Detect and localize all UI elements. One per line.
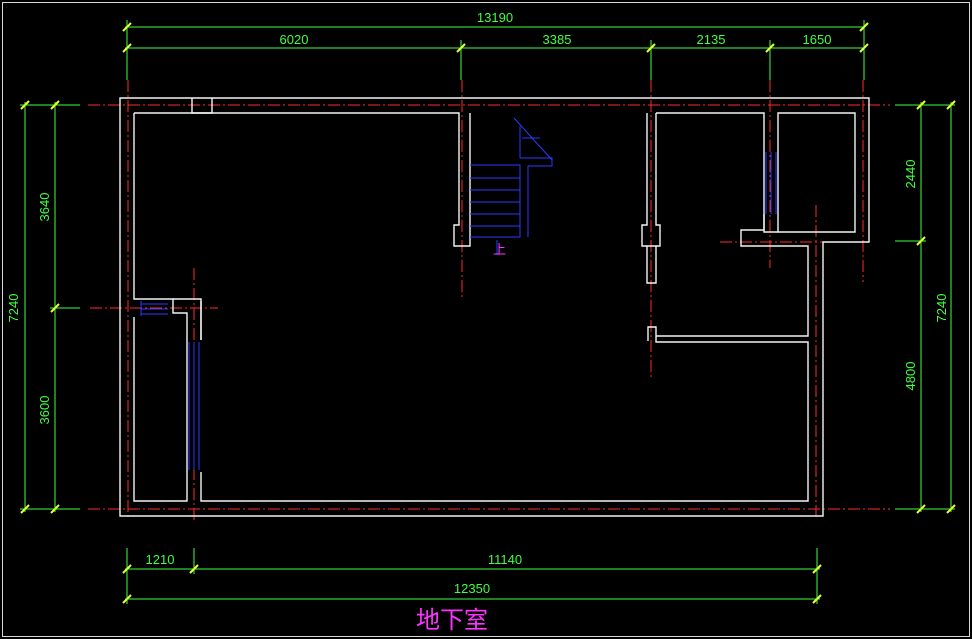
dim-left-seg-2: 3600 bbox=[37, 396, 52, 425]
stair-up-label: 上 bbox=[493, 243, 506, 258]
walls bbox=[119, 97, 870, 517]
dim-bottom-total: 12350 bbox=[454, 581, 490, 596]
dim-right-seg-1: 2440 bbox=[903, 160, 918, 189]
dim-top-seg-2: 3385 bbox=[543, 32, 572, 47]
window-left bbox=[140, 301, 200, 470]
axis-lines bbox=[88, 80, 890, 520]
dim-top-seg-1: 6020 bbox=[280, 32, 309, 47]
window-right bbox=[765, 152, 777, 214]
right-dimension-chain bbox=[895, 100, 956, 514]
left-dimension-chain bbox=[20, 100, 80, 514]
dim-left-total: 7240 bbox=[6, 294, 21, 323]
dim-bottom-seg-2: 11140 bbox=[488, 552, 522, 567]
dim-top-seg-3: 2135 bbox=[697, 32, 726, 47]
dim-right-seg-2: 4800 bbox=[903, 362, 918, 391]
drawing-title: 地下室 bbox=[416, 606, 488, 634]
bottom-dimension-chain bbox=[122, 548, 822, 604]
dim-top-total: 13190 bbox=[477, 10, 513, 25]
dim-top-seg-4: 1650 bbox=[803, 32, 832, 47]
dim-left-seg-1: 3640 bbox=[37, 193, 52, 222]
dim-right-total: 7240 bbox=[934, 294, 949, 323]
dim-bottom-seg-1: 1210 bbox=[146, 552, 175, 567]
stair-symbol bbox=[470, 117, 553, 255]
top-dimension-chain bbox=[122, 20, 869, 80]
